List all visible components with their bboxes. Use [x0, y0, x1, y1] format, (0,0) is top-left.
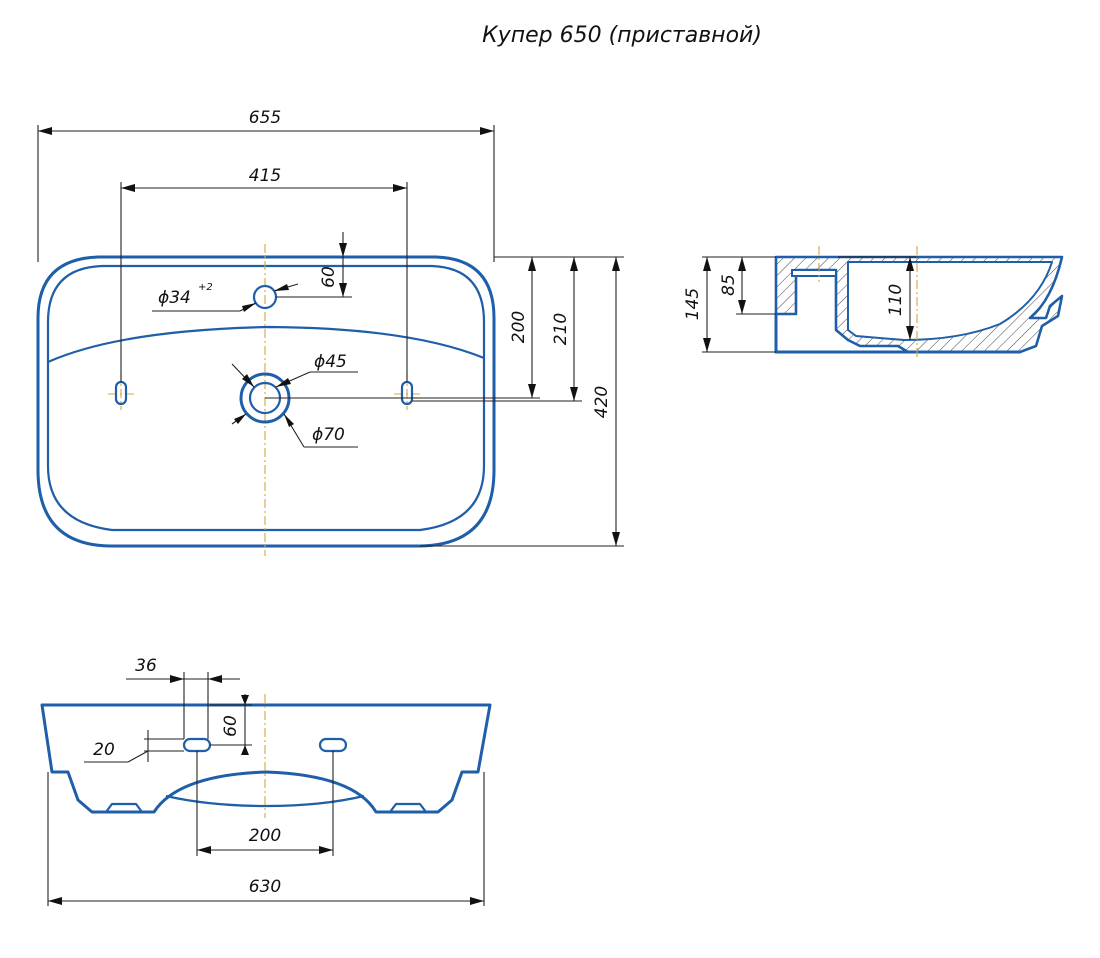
- dim-front-overall-width: 630: [249, 877, 281, 897]
- dim-hole-width: 36: [135, 656, 157, 676]
- top-view: 655 415 60 ϕ34 +2 ϕ45 ϕ70: [36, 108, 624, 556]
- front-view: 36 20 60 200 630: [40, 656, 492, 906]
- dim-drain-offset-a: 200: [509, 311, 529, 343]
- dim-drain-diameter: ϕ45: [314, 352, 347, 372]
- front-left-foot: [105, 802, 143, 813]
- front-bowl-curve: [165, 794, 365, 808]
- dim-overall-height: 145: [683, 288, 703, 320]
- dim-tap-offset: 60: [319, 266, 339, 288]
- front-body-outline: [40, 703, 492, 814]
- dim-hole-vertical: 60: [221, 715, 241, 737]
- dim-drain-offset-b: 210: [551, 313, 571, 345]
- front-mount-slot-right: [318, 737, 348, 753]
- front-right-foot: [389, 802, 427, 813]
- dim-overall-width: 655: [249, 108, 281, 128]
- dim-mount-spacing: 415: [249, 166, 281, 186]
- drawing-title: Купер 650 (приставной): [482, 23, 762, 48]
- dim-tap-hole-tolerance: +2: [198, 282, 213, 293]
- dim-drain-outer-diameter: ϕ70: [312, 425, 345, 445]
- dim-overall-depth: 420: [592, 386, 612, 418]
- side-section: 145 85 110: [683, 246, 1064, 360]
- front-mount-slot-left: [182, 737, 212, 753]
- section-cavity: [847, 261, 1053, 341]
- dim-hole-height: 20: [93, 740, 115, 760]
- section-inner-pocket: [791, 269, 837, 277]
- dim-hole-spacing: 200: [249, 826, 281, 846]
- basin-inner-rim: [46, 264, 486, 532]
- basin-bowl-edge: [47, 325, 485, 364]
- dim-inner-height: 85: [719, 274, 739, 296]
- dim-bowl-depth: 110: [886, 284, 906, 316]
- dim-tap-hole-diameter: ϕ34: [158, 288, 191, 308]
